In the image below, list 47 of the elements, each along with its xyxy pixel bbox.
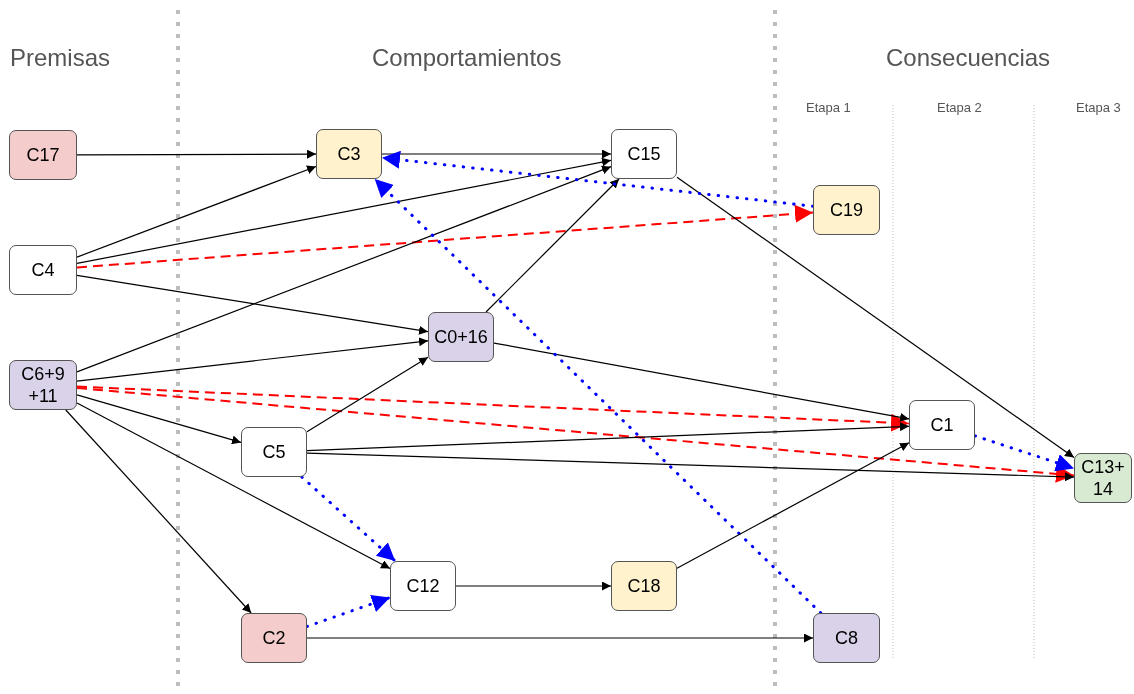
arrow [76, 402, 391, 570]
arrow [306, 452, 1075, 482]
arrow [493, 342, 910, 422]
arrow [76, 337, 429, 382]
process-box: C0+16 [428, 312, 494, 362]
column-heading: Comportamientos [372, 43, 562, 73]
arrow [676, 176, 1075, 459]
process-box: C17 [9, 130, 77, 180]
process-box: C2 [241, 613, 307, 663]
arrow [381, 149, 612, 159]
column-heading: Premisas [10, 43, 111, 73]
arrow [455, 581, 612, 591]
arrow [306, 422, 910, 452]
arrow [306, 633, 814, 643]
arrow [76, 157, 612, 265]
arrow [676, 442, 910, 569]
process-box: C1 [909, 400, 975, 450]
column-heading: Consecuencias [886, 43, 1051, 73]
arrow [65, 409, 252, 614]
arrow [973, 434, 1076, 472]
process-box: C5 [241, 427, 307, 477]
arrow [76, 274, 429, 335]
arrow [306, 356, 429, 433]
arrow [76, 165, 612, 373]
process-box: C19 [813, 185, 880, 235]
process-box: C15 [611, 129, 677, 179]
process-box: C18 [611, 561, 677, 611]
stage-heading: Etapa 1 [806, 99, 851, 117]
arrow [373, 177, 823, 615]
stage-heading: Etapa 2 [937, 99, 982, 117]
arrow [76, 394, 242, 445]
arrow [76, 387, 1075, 483]
stage-heading: Etapa 3 [1076, 99, 1121, 117]
arrow [76, 385, 910, 432]
process-box: C12 [390, 561, 456, 611]
arrow [380, 150, 815, 208]
arrow [485, 178, 620, 313]
arrow [76, 149, 317, 159]
process-box: C13+14 [1074, 453, 1132, 503]
arrow [305, 594, 392, 628]
process-box: C8 [813, 613, 880, 663]
process-box: C4 [9, 245, 77, 295]
arrow [76, 165, 317, 258]
process-box: C6+9 +11 [9, 360, 77, 410]
process-box: C3 [316, 129, 382, 179]
arrow [76, 204, 814, 269]
arrow [300, 475, 397, 563]
